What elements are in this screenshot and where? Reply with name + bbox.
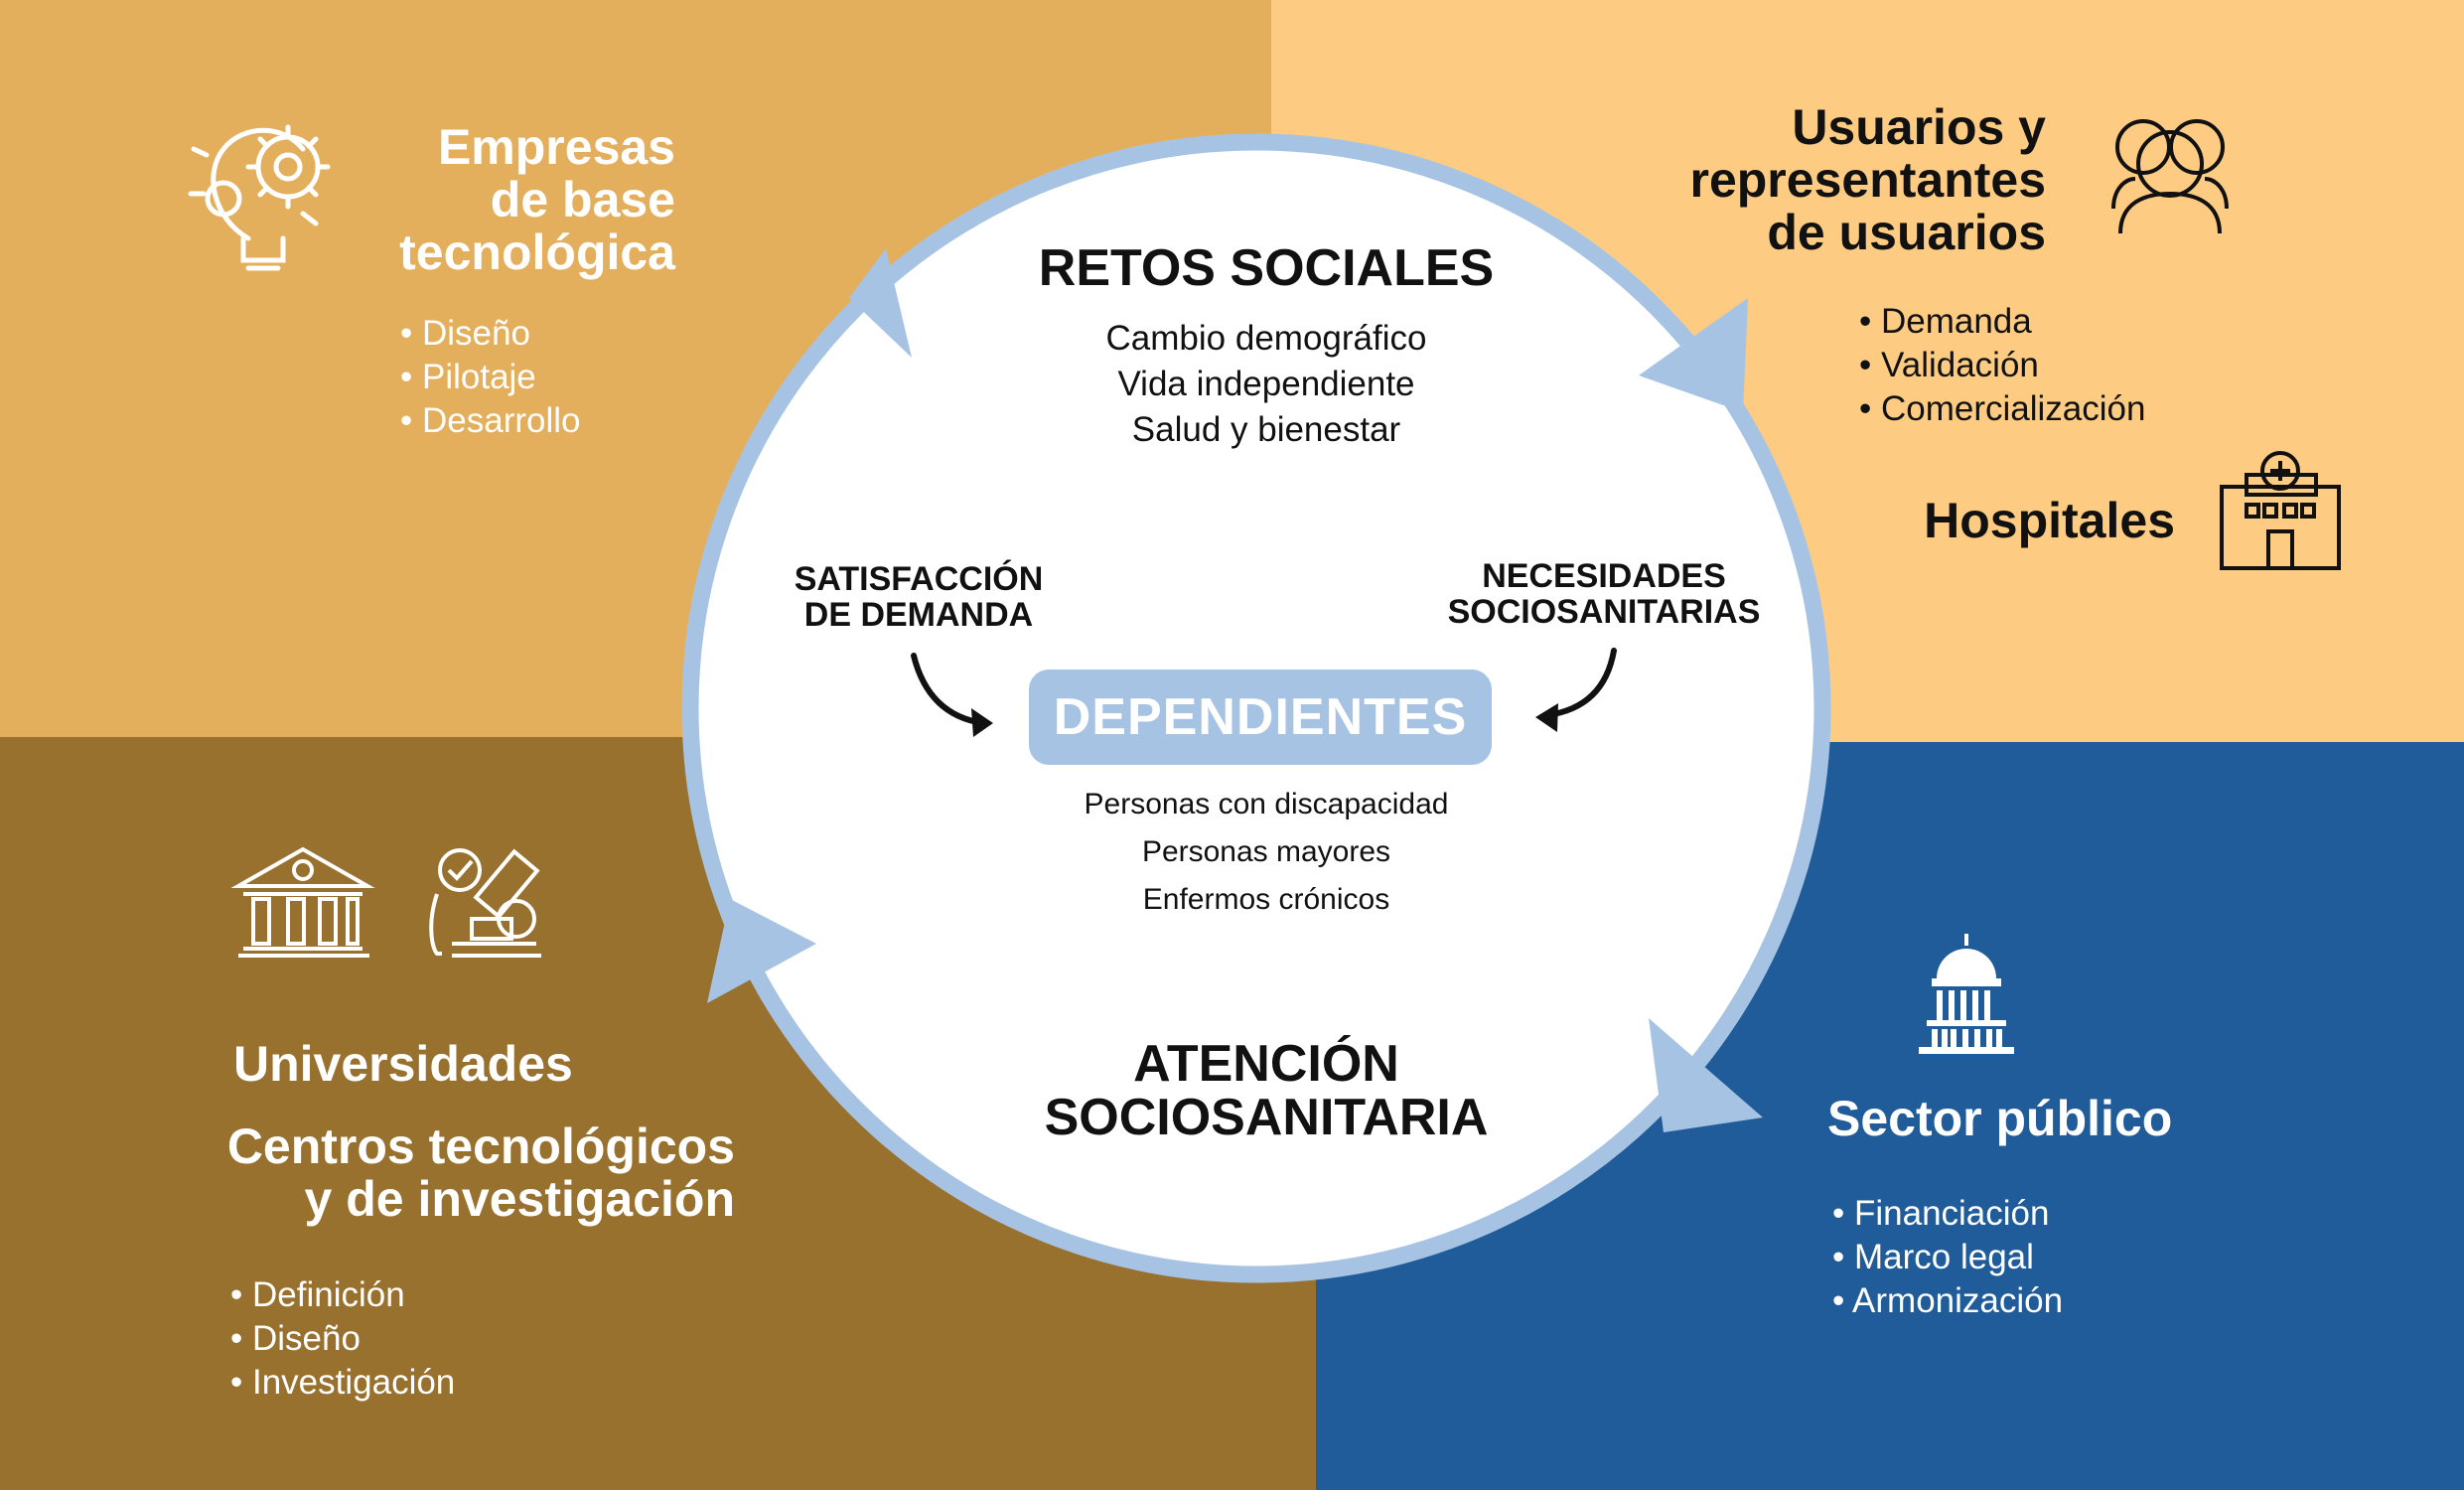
hospitales-title: Hospitales bbox=[1924, 493, 2175, 548]
dependientes-list: Personas con discapacidad Personas mayor… bbox=[1008, 781, 1524, 924]
dependientes-badge: DEPENDIENTES bbox=[1029, 670, 1492, 765]
list-item: Desarrollo bbox=[400, 399, 581, 443]
ring-arrowhead-top-right bbox=[1639, 298, 1748, 412]
arrow-necesidades bbox=[1544, 648, 1617, 718]
users-group-icon bbox=[2111, 119, 2229, 234]
list-item: Comercialización bbox=[1859, 387, 2145, 431]
university-building-icon bbox=[230, 846, 375, 958]
microscope-icon bbox=[429, 848, 541, 958]
list-item: Definición bbox=[230, 1273, 455, 1317]
atencion-sociosanitaria-title: ATENCIÓN SOCIOSANITARIA bbox=[1044, 1035, 1489, 1146]
necesidades-label: NECESIDADES SOCIOSANITARIAS bbox=[1447, 557, 1761, 631]
list-item: Salud y bienestar bbox=[1131, 410, 1401, 449]
usuarios-list: Demanda Validación Comercialización bbox=[1859, 300, 2145, 431]
empresas-title: Empresas de base tecnológica bbox=[399, 119, 675, 280]
list-item: Marco legal bbox=[1832, 1236, 2063, 1279]
empresas-list: Diseño Pilotaje Desarrollo bbox=[400, 312, 581, 443]
centros-list: Definición Diseño Investigación bbox=[230, 1273, 455, 1405]
list-item: Enfermos crónicos bbox=[1142, 883, 1390, 916]
list-item: Cambio demográfico bbox=[1105, 319, 1427, 358]
list-item: Pilotaje bbox=[400, 356, 580, 399]
retos-sociales-title: RETOS SOCIALES bbox=[1038, 239, 1495, 297]
list-item: Vida independiente bbox=[1117, 365, 1415, 403]
arrow-satisfaccion bbox=[911, 653, 986, 726]
hospital-icon bbox=[2220, 451, 2341, 570]
list-item: Diseño bbox=[230, 1317, 455, 1361]
lightbulb-gear-icon bbox=[188, 124, 331, 271]
list-item: Personas con discapacidad bbox=[1084, 788, 1449, 820]
ring-arrowhead-bottom-right bbox=[1649, 1018, 1763, 1132]
arrow-necesidades-head-icon bbox=[1535, 703, 1558, 732]
ring-arrowhead-bottom-left bbox=[707, 899, 816, 1003]
list-item: Investigación bbox=[230, 1361, 455, 1405]
list-item: Validación bbox=[1859, 344, 2145, 387]
sector-publico-title: Sector público bbox=[1827, 1091, 2173, 1146]
centros-title: Centros tecnológicos y de investigación bbox=[226, 1118, 735, 1227]
list-item: Financiación bbox=[1832, 1192, 2063, 1236]
satisfaccion-label: SATISFACCIÓN DE DEMANDA bbox=[794, 560, 1044, 634]
list-item: Personas mayores bbox=[1141, 835, 1391, 868]
list-item: Diseño bbox=[400, 312, 580, 356]
list-item: Armonización bbox=[1832, 1279, 2063, 1323]
dependientes-label: DEPENDIENTES bbox=[1053, 688, 1468, 746]
capitol-icon bbox=[1919, 934, 2014, 1054]
usuarios-title: Usuarios y representantes de usuarios bbox=[1689, 99, 2047, 260]
universidades-title: Universidades bbox=[233, 1036, 573, 1092]
list-item: Demanda bbox=[1859, 300, 2145, 344]
arrow-satisfaccion-head-icon bbox=[971, 708, 993, 737]
retos-sociales-list: Cambio demográfico Vida independiente Sa… bbox=[1008, 316, 1524, 453]
sector-publico-list: Financiación Marco legal Armonización bbox=[1832, 1192, 2063, 1323]
ring-arrowhead-top-left bbox=[849, 248, 912, 358]
